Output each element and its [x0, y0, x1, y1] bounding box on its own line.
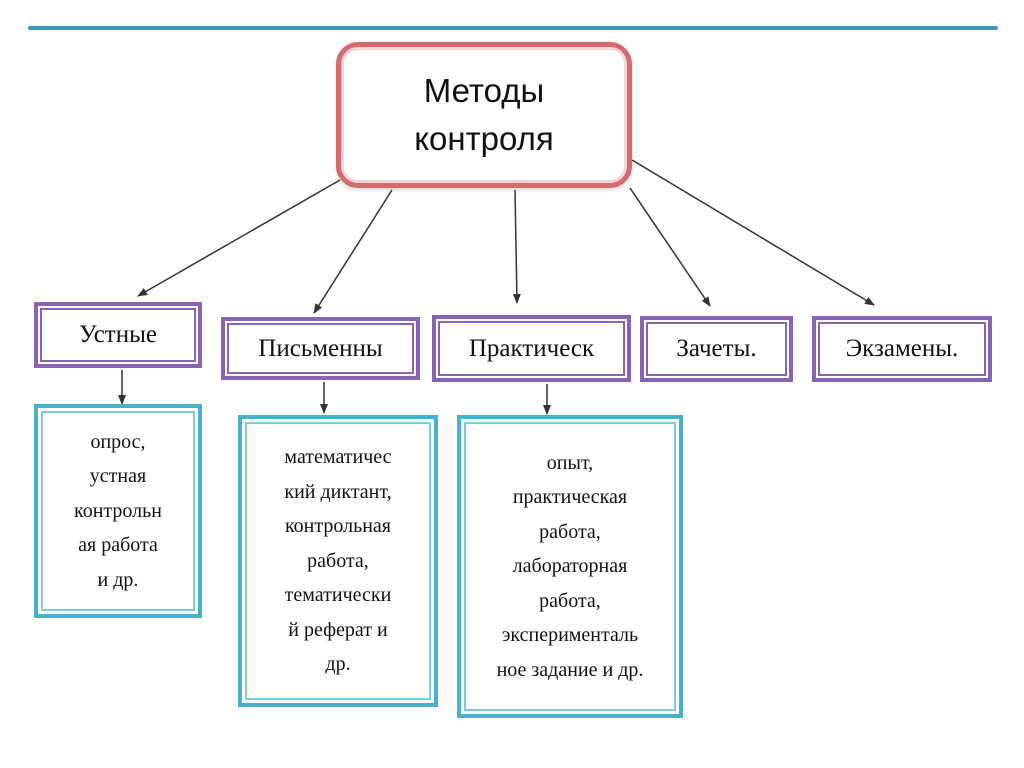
category-credits: Зачеты.	[640, 316, 793, 382]
category-exams-label: Экзамены.	[845, 335, 959, 362]
category-practical: Практическ	[432, 315, 631, 382]
detail-oral-text: опрос, устная контрольн ая работа и др.	[74, 430, 162, 591]
arrow-to-written	[313, 189, 393, 314]
category-written: Письменны	[221, 317, 420, 380]
category-exams: Экзамены.	[812, 316, 992, 382]
category-written-label: Письменны	[258, 334, 383, 362]
category-credits-label: Зачеты.	[676, 335, 757, 362]
arrow-to-oral	[137, 179, 341, 297]
detail-practical: опыт, практическая работа, лабораторная …	[457, 415, 683, 718]
category-practical-label: Практическ	[468, 334, 595, 362]
detail-practical-text: опыт, практическая работа, лабораторная …	[496, 451, 644, 681]
arrow-to-exams	[631, 159, 875, 306]
category-oral: Устные	[34, 302, 202, 368]
detail-written-text: математичес кий диктант, контрольная раб…	[284, 446, 392, 676]
detail-written: математичес кий диктант, контрольная раб…	[238, 415, 438, 707]
root-node-control-methods: Методы контроля	[336, 42, 632, 188]
root-node-label: Методы контроля	[414, 72, 554, 157]
category-oral-label: Устные	[79, 321, 157, 348]
arrow-to-practical	[512, 189, 521, 304]
detail-oral: опрос, устная контрольн ая работа и др.	[34, 404, 202, 618]
arrow-to-credits	[629, 187, 711, 307]
top-divider	[28, 26, 998, 30]
